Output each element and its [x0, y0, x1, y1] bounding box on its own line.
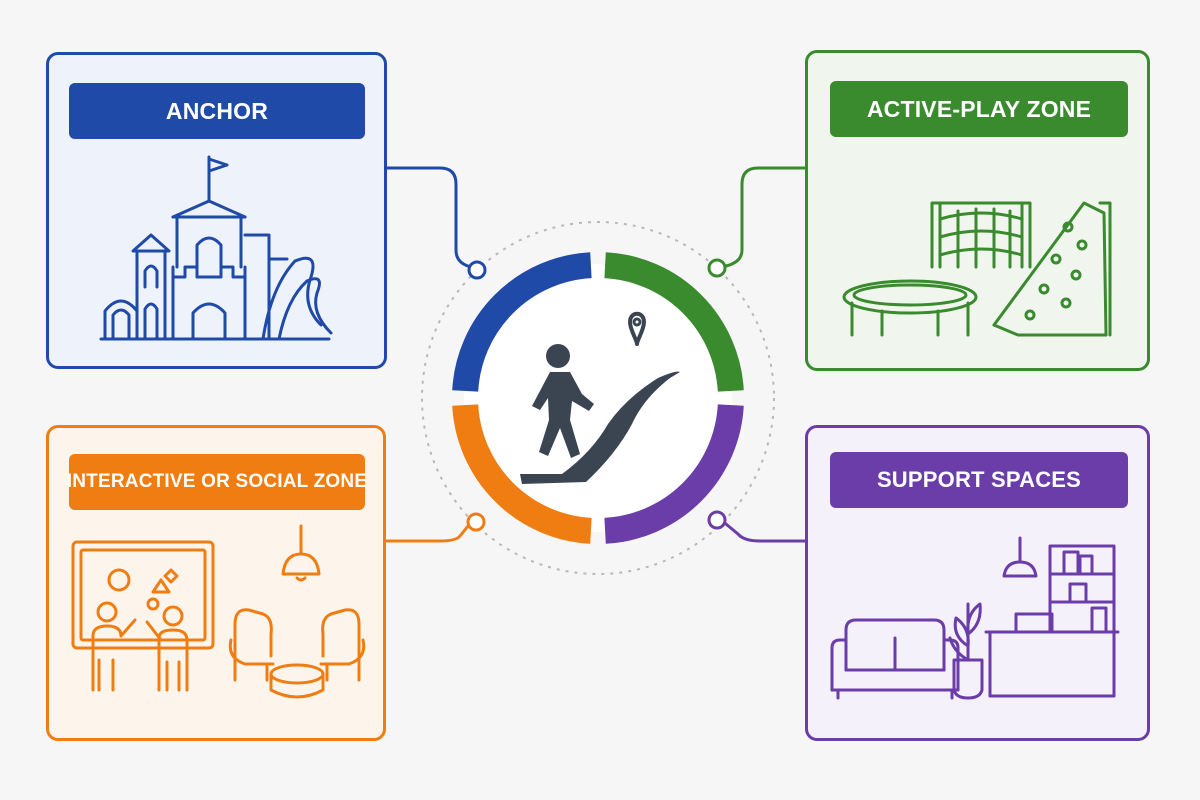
anchor-label: ANCHOR	[165, 97, 269, 124]
lounge-furniture-icon	[830, 536, 1120, 700]
hub-arc-support	[604, 404, 744, 544]
social-header: INTERACTIVE OR SOCIAL ZONE	[66, 454, 368, 510]
connector-active	[724, 166, 807, 268]
person-body	[532, 372, 594, 458]
location-pin-dot	[632, 317, 642, 327]
dotted-ring	[421, 221, 775, 575]
social-label: INTERACTIVE OR SOCIAL ZONE	[66, 471, 368, 492]
person-walking-path-icon	[520, 311, 680, 484]
hub-disc	[464, 264, 732, 532]
card-anchor: ANCHOR	[46, 52, 387, 369]
connector-node-active	[707, 258, 727, 278]
connector-node-anchor	[467, 260, 487, 280]
connector-node-social	[466, 512, 486, 532]
card-active-play: ACTIVE-PLAY ZONE	[805, 50, 1150, 371]
card-support: SUPPORT SPACES	[805, 425, 1150, 741]
connector-anchor	[385, 166, 470, 268]
person-head	[546, 344, 570, 368]
connector-node-support	[707, 510, 727, 530]
active-play-label: ACTIVE-PLAY ZONE	[866, 95, 1092, 122]
hub-arc-anchor	[452, 252, 592, 392]
social-activity-icon	[71, 524, 366, 699]
anchor-header: ANCHOR	[69, 83, 365, 139]
support-header: SUPPORT SPACES	[830, 452, 1128, 508]
support-label: SUPPORT SPACES	[876, 467, 1082, 492]
card-social: INTERACTIVE OR SOCIAL ZONE	[46, 425, 386, 741]
location-pin-icon	[628, 311, 646, 346]
hub-arc-social	[452, 404, 592, 544]
trampoline-climbing-icon	[842, 201, 1112, 337]
hub-arc-active	[604, 252, 744, 392]
castle-playground-icon	[99, 155, 333, 341]
connector-support	[724, 522, 807, 543]
connector-social	[384, 524, 470, 543]
active-play-header: ACTIVE-PLAY ZONE	[830, 81, 1128, 137]
winding-path	[520, 371, 680, 484]
